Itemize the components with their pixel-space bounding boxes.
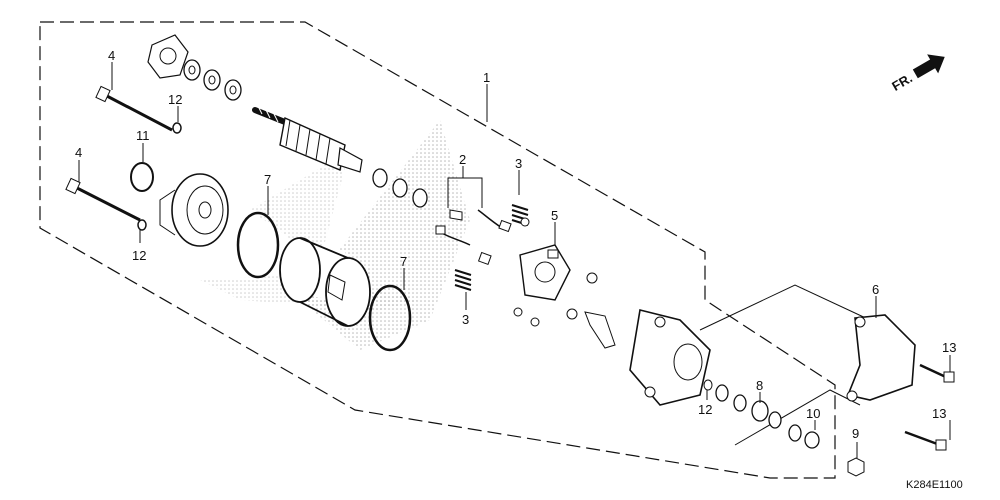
brush-set — [435, 209, 512, 266]
o-ring — [130, 162, 154, 192]
bolt-13-lower — [904, 430, 947, 451]
callout-7-right: 7 — [400, 254, 407, 269]
nut-small-1 — [520, 217, 530, 227]
brush-holder — [519, 244, 571, 301]
spring-upper — [511, 204, 529, 226]
callout-12-lower: 12 — [132, 248, 146, 263]
front-direction-marker: FR. — [889, 54, 945, 94]
spring-lower — [454, 269, 472, 291]
callout-13-lower: 13 — [932, 406, 946, 421]
terminal-plate — [584, 311, 616, 349]
nut-small-2 — [586, 272, 598, 284]
seal-ring-right — [368, 284, 412, 352]
seal-ring-left — [236, 211, 280, 279]
cover-boundary — [699, 284, 871, 331]
front-cover — [629, 309, 711, 406]
o-ring-small-upper — [172, 122, 182, 134]
callout-4-upper: 4 — [108, 48, 115, 63]
callout-5: 5 — [551, 208, 558, 223]
callout-4-lower: 4 — [75, 145, 82, 160]
bracket-cover — [846, 314, 916, 402]
callout-9: 9 — [852, 426, 859, 441]
armature — [252, 105, 363, 173]
callout-7-left: 7 — [264, 172, 271, 187]
bolt-upper — [95, 85, 173, 132]
washer-set-top — [183, 59, 242, 101]
front-arrow-icon — [912, 54, 945, 79]
callout-10: 10 — [806, 406, 820, 421]
o-ring-small-lower — [137, 219, 147, 231]
callout-12-cover: 12 — [698, 402, 712, 417]
diagram-code: K284E1100 — [906, 479, 963, 491]
callout-3-lower: 3 — [462, 312, 469, 327]
callout-13-upper: 13 — [942, 340, 956, 355]
washer-small — [530, 317, 540, 327]
callout-3-upper: 3 — [515, 156, 522, 171]
nut-9 — [847, 457, 865, 477]
callout-6: 6 — [872, 282, 879, 297]
nut-small-3 — [566, 308, 578, 320]
lock-plate — [147, 34, 189, 79]
bolt-13-upper — [919, 363, 955, 383]
callout-2: 2 — [459, 152, 466, 167]
bolt-lower — [65, 177, 141, 222]
leader-lines — [78, 62, 951, 458]
callout-12-upper: 12 — [168, 92, 182, 107]
callout-8: 8 — [756, 378, 763, 393]
washer-set-armature — [372, 168, 428, 208]
assembly-boundary — [39, 21, 836, 479]
motor-yoke — [279, 237, 371, 327]
rear-cover — [159, 173, 229, 247]
callout-1: 1 — [483, 70, 490, 85]
washer-stack-lower — [703, 379, 820, 449]
callout-11: 11 — [136, 128, 150, 143]
screw-small — [513, 307, 523, 317]
callout-labels: 1 2 3 3 4 4 5 6 7 7 8 9 10 11 12 12 12 1… — [75, 48, 956, 441]
front-label: FR. — [889, 70, 915, 93]
